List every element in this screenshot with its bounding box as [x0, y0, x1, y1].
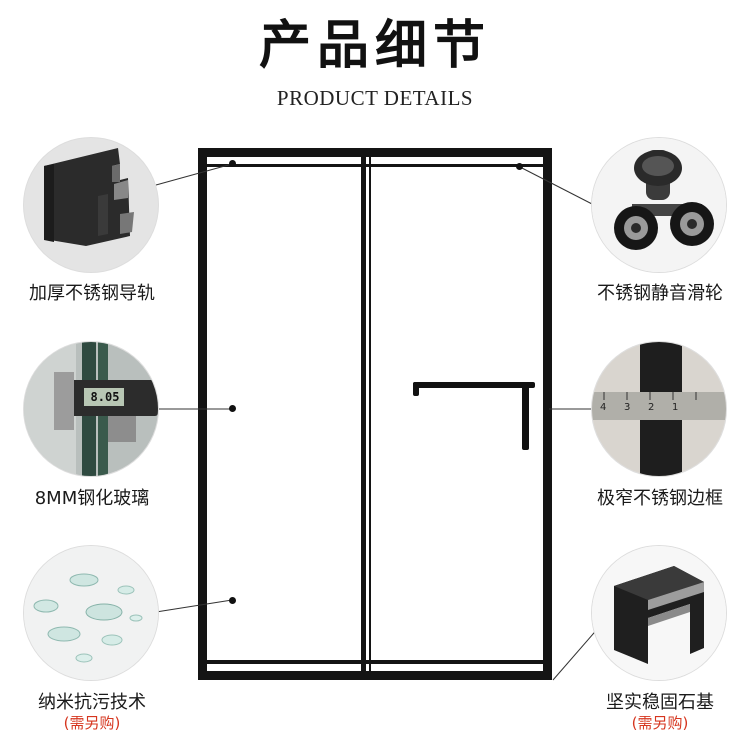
pulley-label: 不锈钢静音滑轮 [597, 283, 723, 304]
glass-label: 8MM钢化玻璃 [34, 488, 150, 509]
ruler-mark: 3 [624, 402, 631, 413]
glass-detail-image: 8.05 [24, 342, 158, 476]
water-droplets-icon [24, 546, 158, 680]
rail-label: 加厚不锈钢导轨 [29, 283, 155, 304]
stone-note: (需另购) [631, 714, 689, 732]
ruler-mark: 1 [672, 402, 679, 413]
callout-dot [516, 163, 523, 170]
caliper-reading: 8.05 [90, 390, 120, 404]
door-mullion [361, 157, 366, 671]
frame-label: 极窄不锈钢边框 [597, 488, 723, 509]
ruler-mark: 2 [648, 402, 655, 413]
stone-base-icon [592, 546, 726, 680]
door-handle-stub [413, 382, 419, 396]
nano-note: (需另购) [63, 714, 121, 732]
shower-door-frame [198, 148, 552, 680]
page-title: 产品细节 [258, 16, 491, 76]
door-mullion-inner [369, 157, 371, 671]
top-rail [207, 164, 543, 167]
ruler-mark: 4 [600, 402, 607, 413]
callout-dot [229, 597, 236, 604]
callout-dot [229, 405, 236, 412]
pulley-detail-image [592, 138, 726, 272]
door-handle-post [522, 382, 529, 450]
stone-detail-image [592, 546, 726, 680]
caliper-glass-icon [24, 342, 158, 476]
bottom-rail [207, 660, 543, 664]
callout-dot [229, 160, 236, 167]
pulley-wheel-icon [592, 138, 726, 272]
nano-detail-image [24, 546, 158, 680]
page-subtitle: PRODUCT DETAILS [276, 86, 474, 110]
stone-label: 坚实稳固石基 [606, 692, 714, 713]
ruler-frame-icon [592, 342, 726, 476]
frame-detail-image: 4 3 2 1 [592, 342, 726, 476]
guide-rail-profile-icon [24, 138, 158, 272]
nano-label: 纳米抗污技术 [38, 692, 146, 713]
rail-detail-image [24, 138, 158, 272]
door-handle-bar [413, 382, 535, 388]
